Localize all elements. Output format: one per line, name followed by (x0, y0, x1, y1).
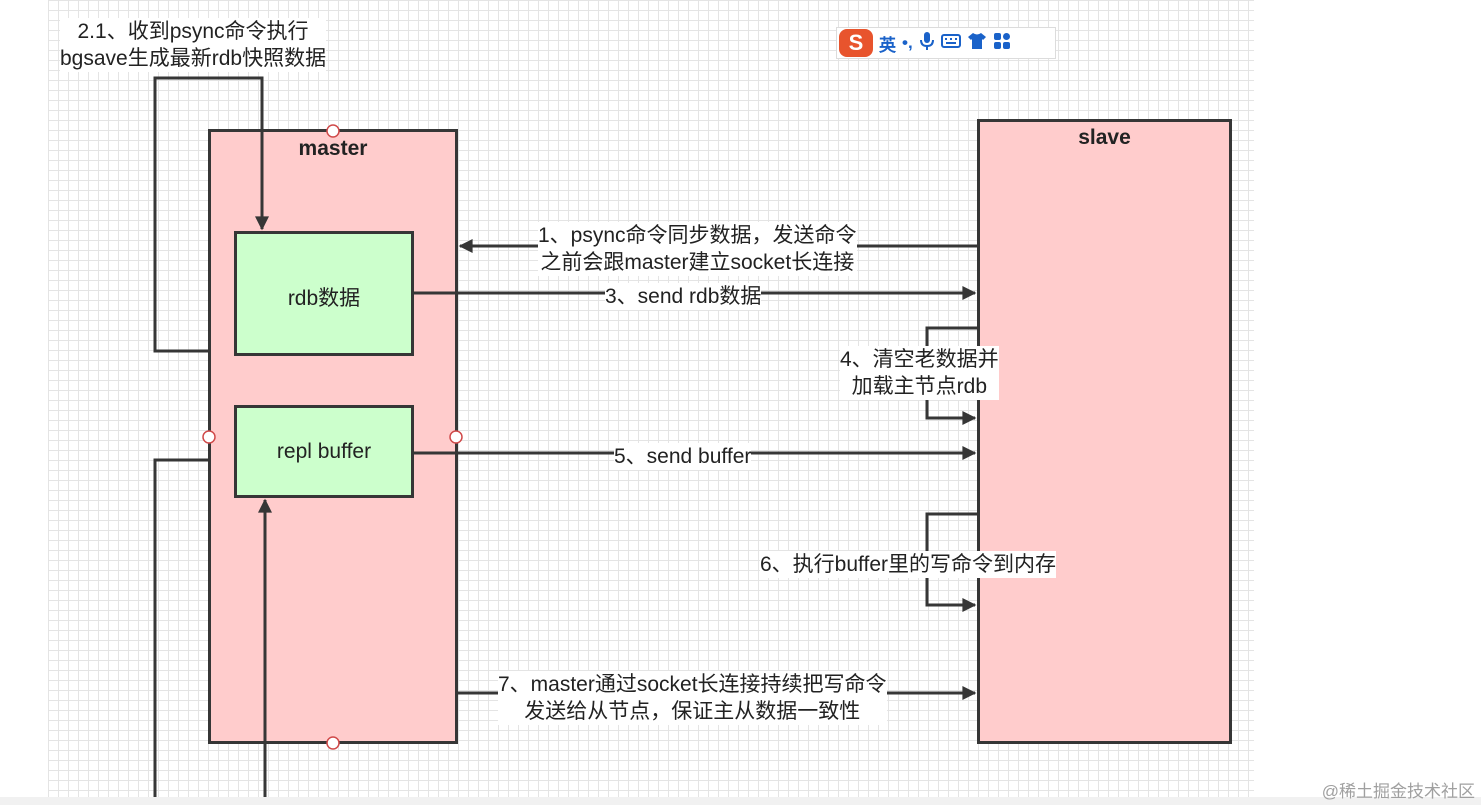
label-step-3: 3、send rdb数据 (605, 283, 762, 310)
label-step-1-line1: 1、psync命令同步数据，发送命令 (538, 224, 857, 247)
label-step-2-1-line1: 2.1、收到psync命令执行 (77, 20, 309, 43)
master-handle-left (202, 430, 216, 444)
label-step-1: 1、psync命令同步数据，发送命令 之前会跟master建立socket长连接 (538, 222, 857, 276)
label-step-4: 4、清空老数据并 加载主节点rdb (840, 346, 999, 400)
ime-language-toggle[interactable]: 英 (879, 35, 896, 55)
label-step-2-1: 2.1、收到psync命令执行 bgsave生成最新rdb快照数据 (60, 18, 327, 72)
bottom-scrollbar[interactable] (0, 797, 1481, 805)
edge-bgsave-loop (153, 76, 269, 353)
repl-buffer-box[interactable]: repl buffer (234, 405, 414, 498)
label-step-7-line2: 发送给从节点，保证主从数据一致性 (524, 700, 861, 723)
label-step-1-line2: 之前会跟master建立socket长连接 (540, 251, 855, 274)
label-step-5: 5、send buffer (614, 443, 752, 470)
slave-title: slave (1078, 126, 1131, 149)
rdb-data-box[interactable]: rdb数据 (234, 231, 414, 356)
master-handle-bottom (326, 736, 340, 750)
label-step-2-1-line2: bgsave生成最新rdb快照数据 (60, 47, 327, 70)
label-step-4-line2: 加载主节点rdb (851, 375, 988, 398)
ime-toolbar[interactable]: S 英 •, (836, 27, 1056, 59)
microphone-icon[interactable] (919, 31, 935, 56)
watermark: @稀土掘金技术社区 (1321, 782, 1475, 801)
sogou-logo-icon[interactable]: S (839, 29, 873, 57)
edge-buffer-loop (153, 458, 272, 802)
ime-punctuation-toggle[interactable]: •, (902, 33, 913, 52)
shirt-icon[interactable] (967, 32, 987, 55)
master-handle-top (326, 124, 340, 138)
rdb-data-label: rdb数据 (287, 287, 361, 310)
label-step-7-line1: 7、master通过socket长连接持续把写命令 (498, 673, 887, 696)
master-handle-right (449, 430, 463, 444)
label-step-6: 6、执行buffer里的写命令到内存 (760, 551, 1056, 578)
label-step-7: 7、master通过socket长连接持续把写命令 发送给从节点，保证主从数据一… (498, 671, 887, 725)
repl-buffer-label: repl buffer (276, 440, 372, 463)
keyboard-icon[interactable] (940, 33, 961, 54)
grid-apps-icon[interactable] (993, 32, 1011, 55)
master-title: master (298, 137, 368, 160)
label-step-4-line1: 4、清空老数据并 (840, 348, 999, 371)
slave-node[interactable]: slave (977, 119, 1232, 744)
